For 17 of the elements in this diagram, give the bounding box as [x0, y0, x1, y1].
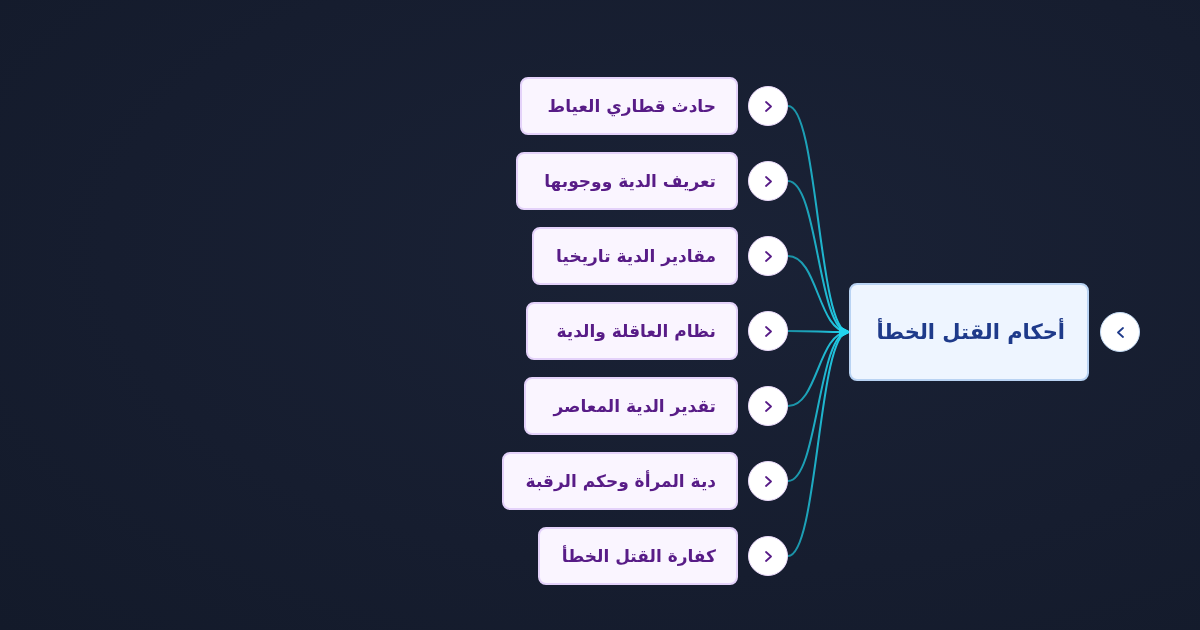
topic-box	[537, 527, 738, 585]
topic-box	[524, 377, 738, 435]
topic-label: تعريف الدية ووجوبها	[544, 171, 716, 191]
topic-box	[501, 452, 738, 510]
topic-label: حادث قطاري العياط	[547, 96, 716, 116]
topic-label: دية المرأة وحكم الرقبة	[525, 471, 716, 491]
root-topic-box	[849, 283, 1089, 381]
topic-box	[520, 77, 738, 135]
connector-arrow	[787, 330, 850, 557]
topic-box	[532, 227, 738, 285]
topic-label: كفارة القتل الخطأ	[561, 546, 716, 566]
topic-label: مقادير الدية تاريخيا	[556, 246, 716, 266]
topic-label: تقدير الدية المعاصر	[553, 396, 716, 416]
topic-label: أحكام القتل الخطأ	[876, 320, 1065, 344]
topic-box	[516, 152, 738, 210]
topic-box	[526, 302, 738, 360]
topic-label: نظام العاقلة والدية	[556, 321, 716, 341]
